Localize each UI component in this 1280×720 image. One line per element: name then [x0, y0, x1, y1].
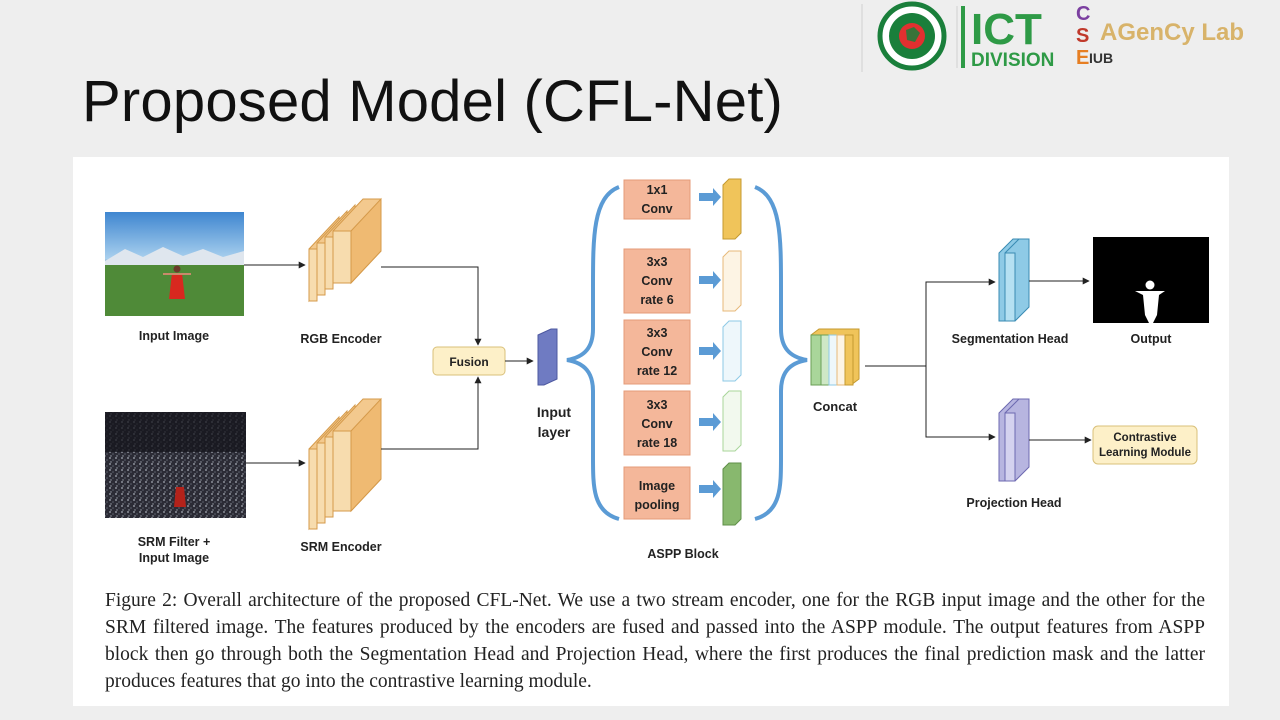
rgb-encoder-block — [308, 197, 382, 303]
logo-bar: ICT DIVISION C S E IUB AGenCy Lab — [861, 1, 1244, 72]
svg-text:3x3: 3x3 — [647, 398, 668, 412]
projection-head-block — [998, 398, 1030, 482]
fusion-label: Fusion — [449, 355, 488, 369]
input-layer-label-line2: layer — [538, 424, 571, 440]
arrow-rgb-to-fusion — [381, 266, 482, 346]
input-image-label: Input Image — [139, 329, 209, 343]
aspp-blue-arrows — [699, 188, 721, 498]
svg-text:1x1: 1x1 — [647, 183, 668, 197]
cse-letter-s: S — [1076, 25, 1089, 47]
srm-encoder-block — [308, 397, 382, 531]
concat-label: Concat — [813, 399, 858, 414]
ict-division-logo: ICT DIVISION — [961, 5, 1054, 71]
svg-text:Conv: Conv — [641, 417, 672, 431]
aspp-left-bracket — [566, 185, 620, 521]
ict-logo-text: ICT — [971, 5, 1042, 54]
srm-image-label-line1: SRM Filter + — [138, 535, 211, 549]
svg-text:Conv: Conv — [641, 345, 672, 359]
input-layer-block — [537, 328, 558, 386]
srm-filter-image — [105, 412, 246, 518]
contrastive-module-label-line2: Learning Module — [1099, 447, 1191, 459]
contrastive-module-label-line1: Contrastive — [1113, 432, 1176, 444]
srm-encoder-label: SRM Encoder — [300, 540, 381, 554]
government-seal-logo — [877, 1, 947, 71]
iub-text: IUB — [1089, 50, 1113, 66]
concat-block — [810, 328, 860, 386]
aspp-conv-3x3-rate6: 3x3 Conv rate 6 — [623, 248, 691, 314]
figure-caption: Figure 2: Overall architecture of the pr… — [105, 590, 1205, 692]
svg-text:Conv: Conv — [641, 274, 672, 288]
svg-text:rate 6: rate 6 — [640, 293, 673, 307]
projection-head-label: Projection Head — [966, 496, 1061, 510]
arrow-to-projection-head — [925, 366, 996, 441]
segmentation-head-block — [998, 238, 1030, 322]
svg-text:rate 18: rate 18 — [637, 436, 677, 450]
cse-iub-logo: C S E IUB AGenCy Lab — [1076, 3, 1244, 69]
srm-image-label-line2: Input Image — [139, 551, 209, 565]
output-label: Output — [1131, 332, 1173, 346]
aspp-conv-1x1: 1x1 Conv — [623, 179, 691, 220]
svg-text:Conv: Conv — [641, 202, 672, 216]
aspp-block-label: ASPP Block — [647, 547, 718, 561]
rgb-encoder-label: RGB Encoder — [300, 332, 381, 346]
aspp-conv-3x3-rate12: 3x3 Conv rate 12 — [623, 319, 691, 385]
cse-letter-e: E — [1076, 47, 1089, 69]
aspp-image-pooling: Image pooling — [623, 466, 691, 520]
output-mask-image — [1093, 237, 1209, 323]
svg-text:3x3: 3x3 — [647, 255, 668, 269]
division-logo-text: DIVISION — [971, 50, 1054, 71]
aspp-output-slabs — [722, 178, 742, 526]
figure-card: Input Image SRM Filter + Input Image RGB… — [73, 157, 1229, 706]
svg-text:rate 12: rate 12 — [637, 364, 677, 378]
architecture-diagram: Input Image SRM Filter + Input Image RGB… — [105, 178, 1209, 565]
segmentation-head-label: Segmentation Head — [952, 332, 1069, 346]
input-layer-label-line1: Input — [537, 404, 572, 420]
arrow-to-segmentation-head — [925, 278, 996, 366]
input-image-photo — [105, 212, 244, 316]
cse-letter-c: C — [1076, 3, 1090, 25]
svg-text:Image: Image — [639, 479, 675, 493]
slide-title: Proposed Model (CFL-Net) — [82, 69, 784, 134]
svg-text:3x3: 3x3 — [647, 326, 668, 340]
aspp-right-bracket — [754, 185, 808, 521]
svg-text:pooling: pooling — [634, 498, 679, 512]
aspp-conv-3x3-rate18: 3x3 Conv rate 18 — [623, 390, 691, 456]
agency-lab-text: AGenCy Lab — [1100, 19, 1244, 46]
arrow-srm-to-fusion — [381, 376, 482, 450]
contrastive-module-box — [1092, 425, 1198, 465]
